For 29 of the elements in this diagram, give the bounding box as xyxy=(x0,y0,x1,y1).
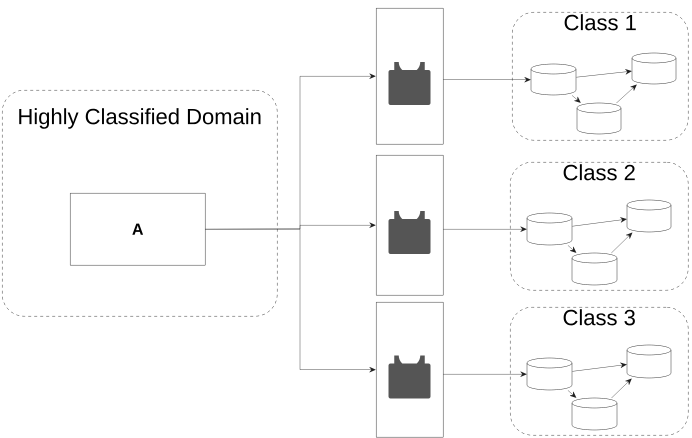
database-cylinder xyxy=(526,358,572,390)
lock-box xyxy=(376,8,444,144)
database-cylinder xyxy=(632,52,676,84)
database-cylinder xyxy=(572,398,618,430)
group-box: Class 2 xyxy=(510,162,688,290)
arrow xyxy=(568,390,576,398)
arrow xyxy=(572,217,627,226)
group-box: Class 1 xyxy=(512,12,688,140)
database-cylinder xyxy=(626,200,672,232)
arrow xyxy=(572,95,581,103)
arrow xyxy=(205,228,376,372)
arrow xyxy=(443,76,531,82)
arrow xyxy=(611,232,632,254)
arrow xyxy=(443,371,527,377)
arrow xyxy=(611,378,632,398)
database-cylinder xyxy=(576,102,622,134)
lock-box xyxy=(376,302,444,438)
arrow xyxy=(443,226,527,232)
database-cylinder xyxy=(526,212,572,246)
arrow xyxy=(568,245,576,253)
database-cylinder xyxy=(572,252,618,286)
group-box: Class 3 xyxy=(510,307,688,436)
lock-box xyxy=(376,155,444,296)
database-cylinder xyxy=(626,344,672,378)
arrow xyxy=(576,69,632,78)
text-box: A xyxy=(70,193,206,266)
database-cylinder xyxy=(530,64,576,96)
arrow xyxy=(572,362,627,372)
arrow xyxy=(616,84,637,104)
